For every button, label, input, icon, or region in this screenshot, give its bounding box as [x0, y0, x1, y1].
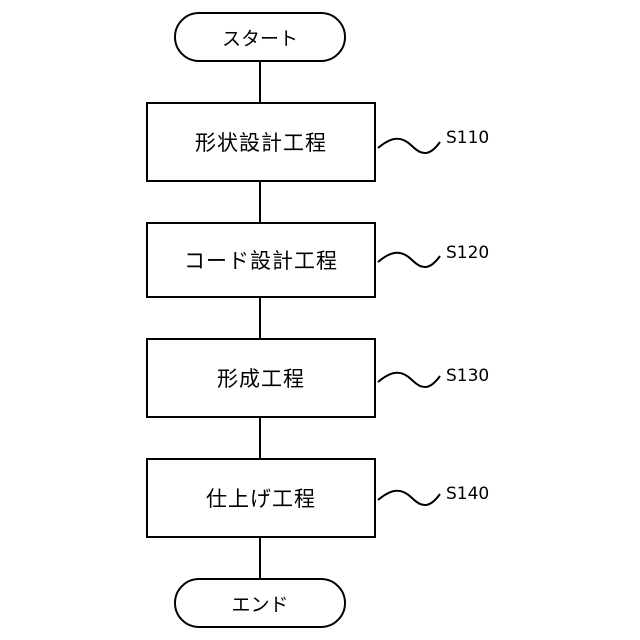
leader-s140	[378, 491, 440, 505]
step-box-s120: コード設計工程	[146, 222, 376, 298]
step-label-s110: 形状設計工程	[195, 127, 327, 157]
leader-s120	[378, 253, 440, 267]
step-label-s120: コード設計工程	[184, 245, 338, 275]
end-terminal: エンド	[174, 578, 346, 628]
step-box-s110: 形状設計工程	[146, 102, 376, 182]
step-box-s130: 形成工程	[146, 338, 376, 418]
step-box-s140: 仕上げ工程	[146, 458, 376, 538]
step-label-s140: 仕上げ工程	[206, 483, 316, 513]
leader-s110	[378, 139, 440, 153]
leader-s130	[378, 373, 440, 387]
step-id-s140: S140	[446, 484, 489, 504]
end-label: エンド	[231, 590, 288, 617]
step-id-s130: S130	[446, 366, 489, 386]
step-id-s110: S110	[446, 128, 489, 148]
start-terminal: スタート	[174, 12, 346, 62]
step-id-s120: S120	[446, 243, 489, 263]
step-label-s130: 形成工程	[217, 363, 305, 393]
start-label: スタート	[222, 24, 298, 51]
